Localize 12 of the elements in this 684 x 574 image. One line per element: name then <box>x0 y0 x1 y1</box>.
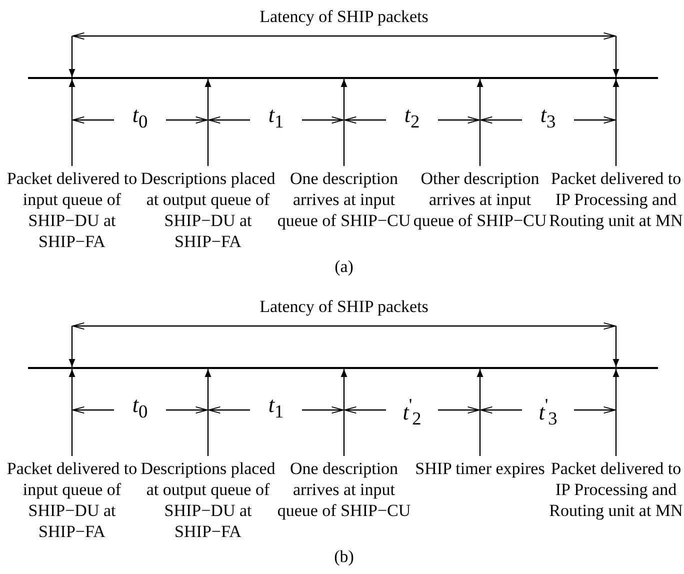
timeline <box>28 77 658 79</box>
timeline <box>28 367 658 369</box>
arrow <box>476 79 484 166</box>
arrow <box>476 369 484 456</box>
arrow <box>68 79 76 166</box>
arrow <box>68 369 76 456</box>
arrow <box>340 79 348 166</box>
arrow <box>204 369 212 456</box>
arrow <box>204 79 212 166</box>
arrow <box>612 369 620 456</box>
arrow <box>612 79 620 166</box>
arrow <box>340 369 348 456</box>
